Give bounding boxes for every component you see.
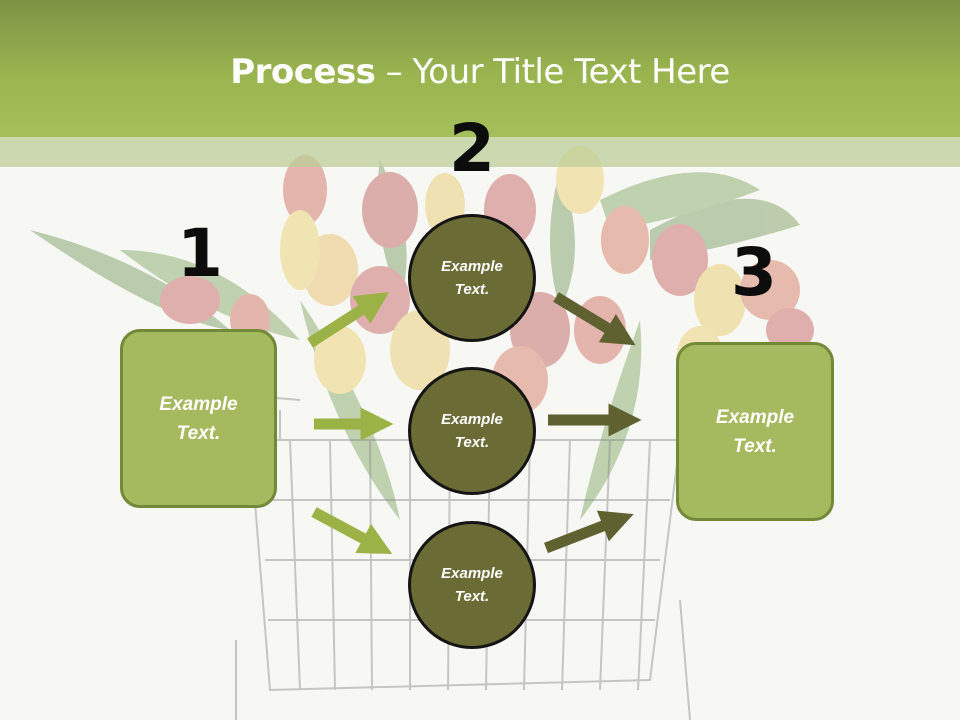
header-stripe xyxy=(0,137,960,167)
step-number-2: 2 xyxy=(449,110,495,187)
step-1-text: Example Text. xyxy=(159,393,238,444)
arrow-bottom-to-3 xyxy=(544,510,634,554)
step-number-3: 3 xyxy=(731,234,777,311)
step-number-1: 1 xyxy=(177,215,223,292)
arrow-1-to-bottom xyxy=(311,507,393,555)
circle-bottom-text: Example Text. xyxy=(441,565,503,605)
slide-title[interactable]: Process – Your Title Text Here xyxy=(0,52,960,92)
step-3-box[interactable]: Example Text. xyxy=(676,342,834,521)
arrow-1-to-top xyxy=(307,292,390,348)
circle-bottom[interactable]: Example Text. xyxy=(408,521,536,649)
header-band xyxy=(0,0,960,137)
circle-middle-text: Example Text. xyxy=(441,411,503,451)
circle-top[interactable]: Example Text. xyxy=(408,214,536,342)
step-1-box[interactable]: Example Text. xyxy=(120,329,277,508)
title-bold: Process xyxy=(230,52,376,92)
step-3-text: Example Text. xyxy=(715,406,795,457)
circle-middle[interactable]: Example Text. xyxy=(408,367,536,495)
arrow-top-to-3 xyxy=(553,292,636,346)
circle-top-text: Example Text. xyxy=(441,258,503,298)
title-rest: – Your Title Text Here xyxy=(375,52,731,92)
